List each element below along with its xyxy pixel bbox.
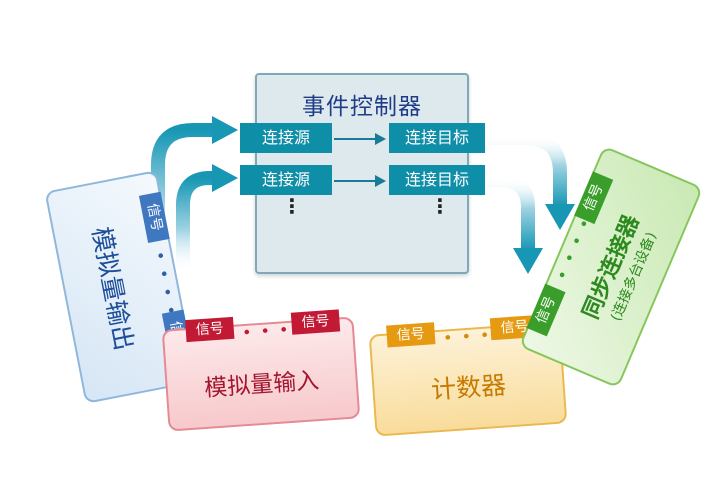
connection-link-1 — [334, 133, 386, 145]
counter-label: 计数器 — [430, 370, 508, 405]
connection-source-1: 连接源 — [240, 123, 332, 153]
event-controller-title: 事件控制器 — [302, 94, 422, 120]
connection-link-2 — [334, 175, 386, 187]
arrow-into-row1 — [151, 116, 238, 262]
vertical-ellipsis-target: ⋮ — [430, 194, 450, 218]
connection-source-2: 连接源 — [240, 165, 332, 195]
signal-tag: 信号 — [185, 316, 235, 343]
arrow-to-counter — [487, 173, 543, 274]
analog-output-label: 模拟量输出 — [86, 224, 139, 353]
connection-target-1: 连接目标 — [389, 123, 485, 153]
signal-dots: • • • • — [150, 249, 182, 319]
arrow-to-sync-connector — [487, 131, 575, 230]
arrow-into-row2 — [176, 164, 238, 272]
connection-target-2: 连接目标 — [389, 165, 485, 195]
vertical-ellipsis-source: ⋮ — [282, 194, 302, 218]
signal-tag: 信号 — [386, 322, 436, 348]
signal-tag: 信号 — [290, 309, 341, 335]
analog-input-card: 信号 • • • • • 信号 模拟量输入 — [161, 309, 361, 432]
analog-input-label: 模拟量输入 — [203, 367, 321, 402]
